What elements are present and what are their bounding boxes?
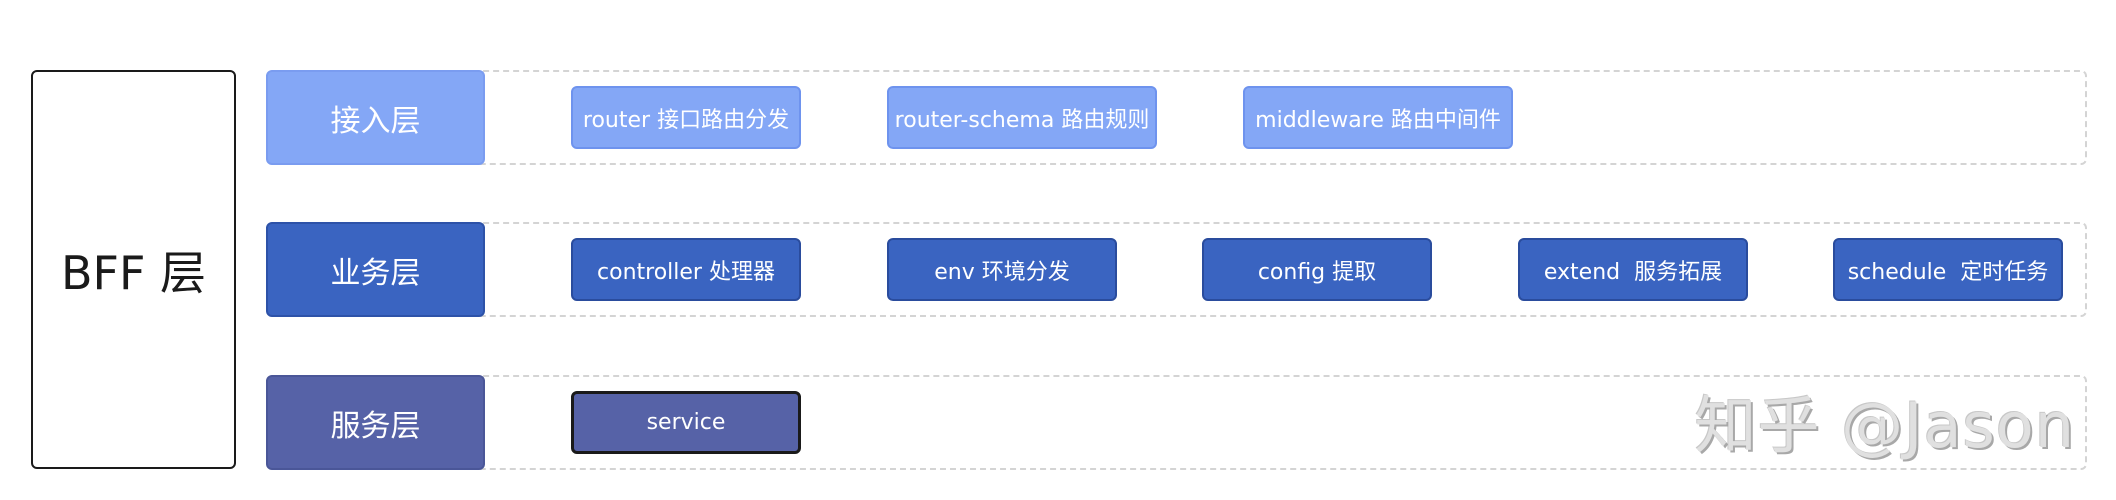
module-env-text: env 环境分发 <box>934 259 1070 285</box>
module-extend-text: extend 服务拓展 <box>1543 259 1723 285</box>
business-layer-label-text: 业务层 <box>330 255 421 291</box>
module-router-schema-text: router-schema 路由规则 <box>894 107 1150 133</box>
module-router: router 接口路由分发 <box>571 86 801 149</box>
bff-layer-label: BFF 层 <box>60 245 207 300</box>
business-layer-label: 业务层 <box>266 222 485 317</box>
watermark-text: 知乎 @Jason <box>1694 389 2075 462</box>
module-router-schema: router-schema 路由规则 <box>887 86 1157 149</box>
service-layer-label: 服务层 <box>266 375 485 470</box>
access-layer-label-text: 接入层 <box>330 103 421 139</box>
module-env: env 环境分发 <box>887 238 1117 301</box>
module-config: config 提取 <box>1202 238 1432 301</box>
watermark: 知乎 @Jason <box>1675 380 2075 462</box>
module-service-text: service <box>646 410 726 435</box>
module-router-text: router 接口路由分发 <box>582 107 790 133</box>
module-config-text: config 提取 <box>1257 259 1377 285</box>
bff-layer-box: BFF 层 <box>31 70 236 469</box>
module-schedule: schedule 定时任务 <box>1833 238 2063 301</box>
access-layer-frame <box>267 70 2087 165</box>
module-middleware-text: middleware 路由中间件 <box>1255 107 1501 133</box>
module-schedule-text: schedule 定时任务 <box>1847 259 2049 285</box>
module-controller-text: controller 处理器 <box>597 259 775 285</box>
access-layer-label: 接入层 <box>266 70 485 165</box>
module-controller: controller 处理器 <box>571 238 801 301</box>
module-extend: extend 服务拓展 <box>1518 238 1748 301</box>
service-layer-label-text: 服务层 <box>330 408 421 444</box>
business-layer-frame <box>267 222 2087 317</box>
module-service: service <box>571 391 801 454</box>
module-middleware: middleware 路由中间件 <box>1243 86 1513 149</box>
